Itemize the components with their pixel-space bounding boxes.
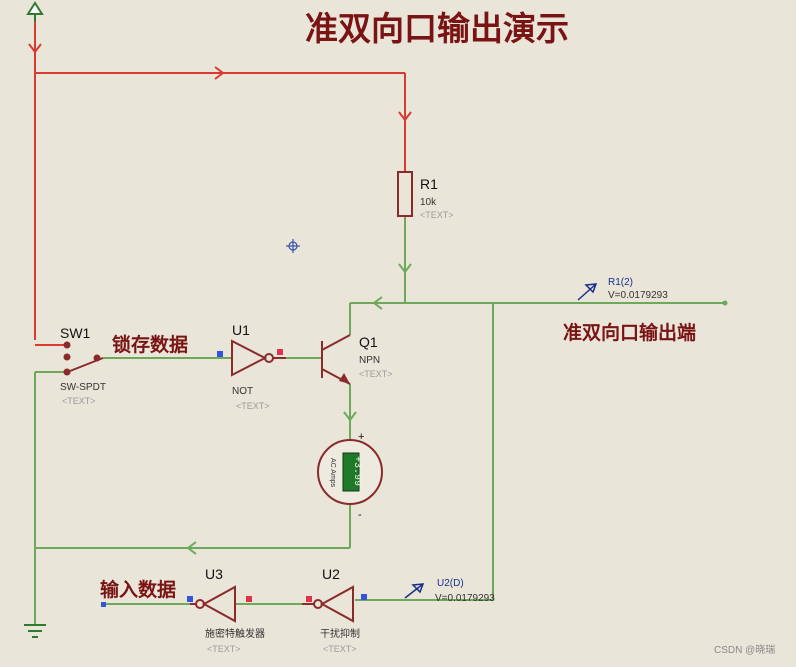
input-data-label: 输入数据 (100, 578, 176, 601)
voltage-probe-r1[interactable] (577, 283, 598, 301)
crosshair-cursor-icon (286, 239, 300, 253)
u1-text: <TEXT> (236, 401, 270, 411)
sw1-ref: SW1 (60, 325, 91, 341)
r1-ref: R1 (420, 176, 438, 192)
u2-input-state (361, 594, 367, 600)
schmitt-trigger-u3[interactable] (187, 585, 252, 623)
right-arrow-icon (214, 66, 225, 80)
u1-value: NOT (232, 386, 253, 397)
output-terminal (722, 300, 728, 306)
u1-ref: U1 (232, 322, 250, 338)
probe-r1-value: V=0.0179293 (608, 290, 668, 301)
power-wires (34, 12, 406, 340)
input-data-terminal (101, 602, 106, 607)
ground-symbol (24, 624, 46, 638)
q1-value: NPN (359, 355, 380, 366)
latch-data-label: 锁存数据 (112, 333, 188, 356)
down-arrow-icon (343, 411, 357, 422)
probe-u2-stem (404, 583, 424, 599)
ammeter-display (342, 452, 360, 492)
u3-body (201, 585, 236, 623)
current-arrows-red (28, 43, 412, 122)
not-gate-u1[interactable] (217, 339, 286, 377)
sw1-contact-a (63, 341, 71, 349)
down-arrow-icon (398, 263, 412, 274)
q1-ref: Q1 (359, 334, 378, 350)
u2-text: <TEXT> (323, 644, 357, 654)
sw1-blade (69, 357, 104, 372)
switch-sw1[interactable] (35, 341, 104, 376)
diagram-title: 准双向口输出演示 (305, 9, 569, 48)
u1-body (231, 339, 268, 377)
u3-ref: U3 (205, 566, 223, 582)
u2-body (319, 585, 354, 623)
gate-u2[interactable] (302, 585, 367, 623)
ammeter-minus: - (358, 509, 362, 521)
sw1-value: SW-SPDT (60, 382, 106, 393)
u2-value: 干扰抑制 (320, 627, 360, 640)
left-arrow-icon (372, 296, 383, 310)
u1-output-state (277, 349, 283, 355)
u3-text: <TEXT> (207, 644, 241, 654)
u3-output-state (187, 596, 193, 602)
u2-output-state (306, 596, 312, 602)
sw1-contact-c (63, 368, 71, 376)
u1-input-state (217, 351, 223, 357)
down-arrow-icon (398, 111, 412, 122)
q1-text: <TEXT> (359, 369, 393, 379)
ammeter-reading: +3.99 (351, 456, 362, 486)
watermark: CSDN @晓瑞 (714, 644, 775, 656)
resistor-r1[interactable]: R1 10k <TEXT> (397, 171, 454, 220)
probe-r1-icon (584, 283, 598, 294)
sw1-text: <TEXT> (62, 396, 96, 406)
signal-wires (34, 216, 725, 625)
left-arrow-icon (186, 541, 197, 555)
q1-collector-lead (321, 334, 351, 351)
resistor-body (397, 171, 413, 217)
voltage-probe-u2[interactable] (404, 583, 425, 599)
probe-u2-icon (411, 583, 425, 594)
r1-text: <TEXT> (420, 210, 454, 220)
transistor-q1[interactable] (321, 334, 351, 385)
ammeter-unit: AC Amps (329, 458, 336, 488)
u2-ref: U2 (322, 566, 340, 582)
probe-r1-name: R1(2) (608, 277, 633, 288)
output-port-label: 准双向口输出端 (563, 321, 696, 344)
probe-u2-value: V=0.0179293 (435, 593, 495, 604)
u3-value: 施密特触发器 (205, 627, 265, 640)
probe-r1-stem (577, 283, 597, 301)
q1-emitter-arrow-icon (339, 373, 350, 384)
power-terminal (26, 1, 44, 22)
down-arrow-icon (28, 43, 42, 54)
probe-u2-name: U2(D) (437, 578, 464, 589)
r1-value: 10k (420, 197, 437, 208)
ammeter[interactable]: +3.99 AC Amps (317, 439, 383, 505)
current-arrows-green (186, 263, 412, 555)
u3-input-state (246, 596, 252, 602)
ammeter-plus: + (358, 431, 364, 443)
sw1-contact-b (63, 353, 71, 361)
